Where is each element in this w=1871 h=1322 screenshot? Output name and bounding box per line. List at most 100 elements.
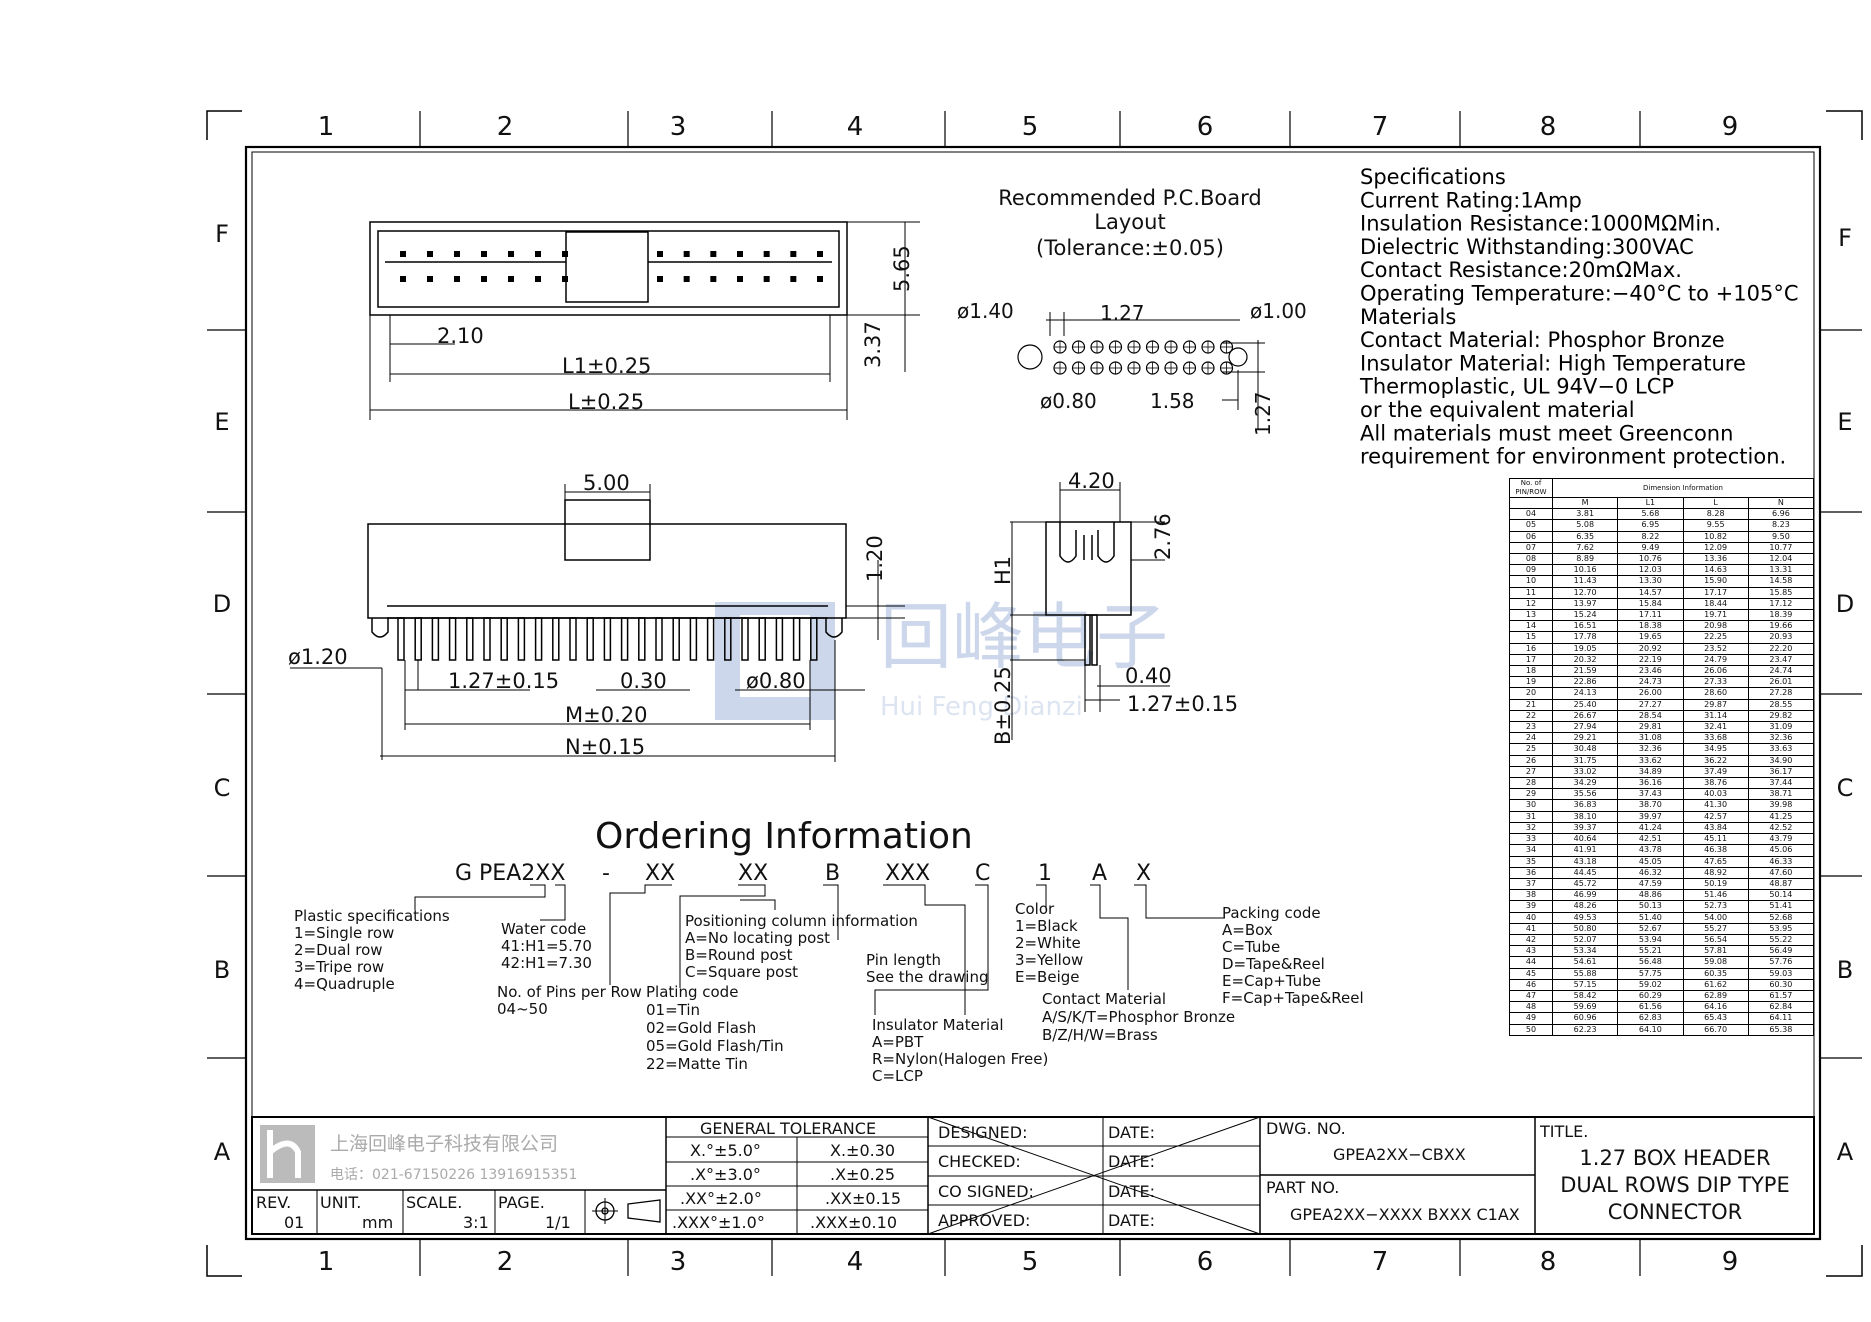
front-pin xyxy=(724,617,732,661)
table-cell: 39 xyxy=(1509,900,1553,913)
table-cell: 51.40 xyxy=(1617,911,1684,924)
table-cell: 5.68 xyxy=(1617,508,1684,521)
table-cell: 15.85 xyxy=(1747,586,1815,599)
pcb-title-line1: Recommended P.C.Board xyxy=(998,186,1261,210)
dim-m: M±0.20 xyxy=(565,703,647,727)
table-cell: 45.05 xyxy=(1617,855,1684,868)
pin-square xyxy=(790,251,797,257)
table-cell: 39.98 xyxy=(1747,799,1815,812)
ordering-positioning-line: A=No locating post xyxy=(685,929,830,947)
table-cell: 15.90 xyxy=(1682,575,1749,588)
table-cell: 12.70 xyxy=(1551,586,1619,599)
table-cell: 14.57 xyxy=(1617,586,1684,599)
ordering-packing-line: D=Tape&Reel xyxy=(1222,955,1325,973)
table-cell: 46.38 xyxy=(1682,844,1749,857)
spec-line: Current Rating:1Amp xyxy=(1360,188,1582,212)
table-cell: 25 xyxy=(1509,743,1553,756)
front-pin xyxy=(689,617,698,661)
table-cell: 48.86 xyxy=(1617,889,1684,902)
col-label: 9 xyxy=(1722,1247,1739,1277)
table-cell: 42.51 xyxy=(1617,833,1684,846)
table-cell: 46.33 xyxy=(1747,855,1815,868)
scale-value: 3:1 xyxy=(463,1213,489,1232)
table-header-cell: L xyxy=(1682,496,1749,510)
table-cell: 19.05 xyxy=(1551,642,1619,655)
table-cell: 42.52 xyxy=(1747,821,1815,835)
table-cell: 29.87 xyxy=(1682,698,1749,711)
table-cell: 33.02 xyxy=(1551,765,1619,779)
tol-angle: X.°±5.0° xyxy=(690,1141,761,1160)
table-cell: 36.16 xyxy=(1617,777,1684,790)
table-cell: 53.94 xyxy=(1617,933,1684,947)
pin-square xyxy=(562,276,568,282)
pin-square xyxy=(817,251,823,257)
table-cell: 40.03 xyxy=(1682,788,1749,801)
pin-square xyxy=(535,251,541,257)
table-cell: 15.84 xyxy=(1617,597,1684,611)
co-signed-label: CO SIGNED: xyxy=(938,1182,1034,1201)
table-cell: 28.55 xyxy=(1747,698,1815,711)
table-cell: 37.44 xyxy=(1747,777,1815,790)
table-cell: 66.70 xyxy=(1682,1023,1749,1036)
table-cell: 42.57 xyxy=(1682,810,1749,823)
table-cell: 21 xyxy=(1509,698,1553,711)
front-pin xyxy=(431,617,440,661)
pcb-layout-dims: ø1.40 1.27 ø1.00 ø0.80 1.58 1.27 xyxy=(957,299,1307,436)
col-label: 3 xyxy=(670,112,687,142)
pin-square xyxy=(763,251,770,257)
pin-square xyxy=(454,251,460,257)
table-cell: 34.90 xyxy=(1747,754,1815,767)
table-cell: 22 xyxy=(1509,709,1553,723)
ordering-plating-line: Plating code xyxy=(646,983,738,1001)
table-cell: 18.38 xyxy=(1617,620,1684,633)
front-pin xyxy=(741,617,749,661)
table-cell: 38.70 xyxy=(1617,799,1684,812)
pin-square xyxy=(737,251,743,257)
table-cell: 13.31 xyxy=(1747,564,1815,577)
row-label: A xyxy=(1837,1138,1854,1166)
row-label: E xyxy=(214,408,229,436)
row-label: D xyxy=(1836,590,1854,618)
table-cell: 41 xyxy=(1509,922,1553,935)
table-cell: 56.54 xyxy=(1682,933,1749,947)
table-cell: 46.32 xyxy=(1617,866,1684,879)
ordering-plastic-line: 3=Tripe row xyxy=(294,958,384,976)
ordering-code: G PEA2XX - XX XX B XXX C 1 A X xyxy=(455,861,1151,886)
date-label: DATE: xyxy=(1108,1123,1155,1142)
table-cell: 29 xyxy=(1509,788,1553,801)
table-cell: 24.73 xyxy=(1617,676,1684,689)
spec-line: Operating Temperature:−40°C to +105°C xyxy=(1360,282,1799,306)
table-cell: 5.08 xyxy=(1551,519,1619,532)
front-pin xyxy=(483,617,491,661)
spec-line: Contact Material: Phosphor Bronze xyxy=(1360,328,1725,352)
table-cell: 43.79 xyxy=(1747,833,1815,846)
code-seg: - xyxy=(602,861,610,886)
table-cell: 29.82 xyxy=(1747,709,1815,723)
table-cell: 20.98 xyxy=(1682,620,1749,633)
pin-square xyxy=(535,276,541,282)
table-cell: 32.36 xyxy=(1747,732,1815,745)
row-label: C xyxy=(214,774,231,802)
table-cell: 43 xyxy=(1509,945,1553,958)
table-cell: 62.23 xyxy=(1551,1023,1619,1036)
front-pin xyxy=(775,617,784,661)
table-cell: 19.66 xyxy=(1747,620,1815,633)
pin-square xyxy=(657,276,663,282)
table-cell: 6.96 xyxy=(1747,508,1815,521)
table-cell: 37.49 xyxy=(1682,765,1749,779)
tol-angle: .XXX°±1.0° xyxy=(672,1213,765,1232)
pin-square xyxy=(657,251,663,257)
pin-square xyxy=(710,251,717,257)
title-label: TITLE. xyxy=(1539,1122,1588,1141)
table-cell: 8.28 xyxy=(1682,508,1749,521)
table-cell: 12.04 xyxy=(1747,553,1815,566)
table-cell: 41.91 xyxy=(1551,844,1619,857)
table-cell: 09 xyxy=(1509,564,1553,577)
